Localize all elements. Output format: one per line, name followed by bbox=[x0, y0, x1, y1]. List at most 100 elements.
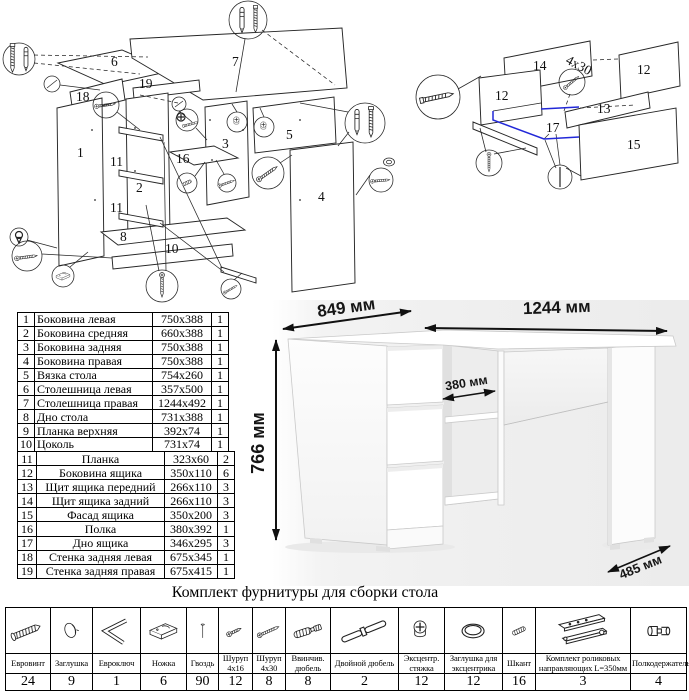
part-label: 11 bbox=[110, 200, 123, 215]
part-number: 15 bbox=[17, 507, 37, 523]
part-label: 14 bbox=[533, 58, 547, 73]
part-size: 350x110 bbox=[164, 465, 218, 481]
part-label: 12 bbox=[637, 62, 651, 77]
part-label: 13 bbox=[597, 101, 611, 116]
part-name: Полка bbox=[36, 521, 165, 537]
table-row: 15 Фасад ящика 350x200 3 bbox=[17, 507, 235, 523]
table-row: 18 Стенка задняя левая 675x345 1 bbox=[17, 549, 235, 565]
part-size: 1244x492 bbox=[152, 395, 212, 411]
nail-icon bbox=[186, 607, 219, 654]
part-qty: 1 bbox=[217, 549, 235, 565]
part-qty: 1 bbox=[211, 381, 229, 397]
hardware-item-label: Комплект роликовых направляющих L=350мм bbox=[535, 653, 631, 674]
desk-body bbox=[285, 329, 677, 553]
part-qty: 1 bbox=[211, 339, 229, 355]
part-number: 5 bbox=[17, 367, 35, 383]
part-name: Вязка стола bbox=[34, 367, 153, 383]
hardware-item-qty: 90 bbox=[186, 673, 219, 691]
part-label: 17 bbox=[546, 120, 560, 135]
part-qty: 1 bbox=[211, 325, 229, 341]
part-number: 2 bbox=[17, 325, 35, 341]
table-row: 9 Планка верхняя 392x74 1 bbox=[17, 423, 229, 439]
table-row: 14 Щит ящика задний 266x110 3 bbox=[17, 493, 235, 509]
part-number: 1 bbox=[17, 312, 35, 327]
hardware-item-qty: 3 bbox=[535, 673, 631, 691]
part-qty: 3 bbox=[217, 535, 235, 551]
part-label: 5 bbox=[286, 127, 293, 142]
part-size: 323x60 bbox=[164, 450, 218, 467]
hardware-kit-title: Комплект фурнитуры для сборки стола bbox=[171, 584, 439, 601]
table-row: 2 Боковина средняя 660x388 1 bbox=[17, 325, 229, 341]
part-number: 6 bbox=[17, 381, 35, 397]
part-size: 346x295 bbox=[164, 535, 218, 551]
rails-icon bbox=[535, 607, 631, 654]
part-name: Стенка задняя левая bbox=[36, 549, 165, 565]
part-name: Цоколь bbox=[34, 437, 153, 452]
parts-table-drawers: 11 Планка 323x60 2 12 Боковина ящика 350… bbox=[17, 450, 235, 579]
hardware-item-qty: 4 bbox=[630, 673, 687, 691]
part-label: 7 bbox=[232, 54, 239, 69]
leader-lines bbox=[457, 75, 582, 177]
hardware-item-qty: 12 bbox=[218, 673, 253, 691]
hardware-icons-row bbox=[5, 607, 687, 654]
part-size: 357x500 bbox=[152, 381, 212, 397]
part-size: 754x260 bbox=[152, 367, 212, 383]
hardware-item-label: Двойной дюбель bbox=[330, 653, 399, 674]
part-number: 7 bbox=[17, 395, 35, 411]
part-label: 2 bbox=[136, 180, 143, 195]
part-size: 750x388 bbox=[152, 339, 212, 355]
part-number: 17 bbox=[17, 535, 37, 551]
camcap-icon bbox=[444, 607, 503, 654]
dim-width: 1244 мм bbox=[523, 297, 591, 318]
part-name: Боковина задняя bbox=[34, 339, 153, 355]
part-label: 16 bbox=[176, 151, 190, 166]
hardware-item-label: Заглушка bbox=[50, 653, 93, 674]
part-name: Столешница левая bbox=[34, 381, 153, 397]
hidden-lines bbox=[33, 29, 336, 104]
part-number: 16 bbox=[17, 521, 37, 537]
part-name: Щит ящика задний bbox=[36, 493, 165, 509]
part-label: 19 bbox=[139, 76, 153, 91]
shelfpin-icon bbox=[630, 607, 687, 654]
panel-holes bbox=[91, 119, 301, 201]
fastener-callouts bbox=[415, 68, 586, 190]
hardware-item-label: Гвоздь bbox=[186, 653, 219, 674]
hardware-item-label: Ножка bbox=[140, 653, 187, 674]
hardware-item-qty: 6 bbox=[140, 673, 187, 691]
drawer-panels bbox=[472, 40, 681, 181]
part-label: 12 bbox=[495, 88, 509, 103]
part-number: 3 bbox=[17, 339, 35, 355]
part-name: Столешница правая bbox=[34, 395, 153, 411]
table-row: 11 Планка 323x60 2 bbox=[17, 450, 235, 467]
desk-dimension-drawing: 849 мм 1244 мм 766 мм 380 мм 485 мм bbox=[250, 295, 689, 586]
part-name: Фасад ящика bbox=[36, 507, 165, 523]
part-size: 675x415 bbox=[164, 563, 218, 579]
part-size: 750x388 bbox=[152, 312, 212, 327]
part-name: Боковина левая bbox=[34, 312, 153, 327]
hardware-item-label: Евровинт bbox=[5, 653, 51, 674]
drawer-bottom-highlight bbox=[492, 106, 580, 140]
part-size: 380x392 bbox=[164, 521, 218, 537]
part-name: Боковина средняя bbox=[34, 325, 153, 341]
hardware-item-label: Полкодержатель bbox=[630, 653, 689, 674]
part-qty: 1 bbox=[211, 395, 229, 411]
part-number: 18 bbox=[17, 549, 37, 565]
table-row: 19 Стенка задняя правая 675x415 1 bbox=[17, 563, 235, 579]
drawer-assembly-diagram: 14 12 4x30 12 13 17 15 bbox=[415, 40, 681, 190]
part-size: 266x110 bbox=[164, 493, 218, 509]
cap-icon bbox=[50, 607, 93, 654]
table-row: 3 Боковина задняя 750x388 1 bbox=[17, 339, 229, 355]
hardware-item-label: Шуруп 4x30 bbox=[252, 653, 286, 674]
part-number: 8 bbox=[17, 409, 35, 425]
hardware-item-qty: 9 bbox=[50, 673, 93, 691]
dim-niche: 380 мм bbox=[444, 373, 488, 394]
hardware-item-label: Шуруп 4x16 bbox=[218, 653, 253, 674]
table-row: 10 Цоколь 731x74 1 bbox=[17, 437, 229, 452]
part-label: 15 bbox=[627, 137, 641, 152]
part-size: 750x388 bbox=[152, 353, 212, 369]
hardware-item-qty: 24 bbox=[5, 673, 51, 691]
part-name: Щит ящика передний bbox=[36, 479, 165, 495]
part-label: 10 bbox=[165, 241, 179, 256]
